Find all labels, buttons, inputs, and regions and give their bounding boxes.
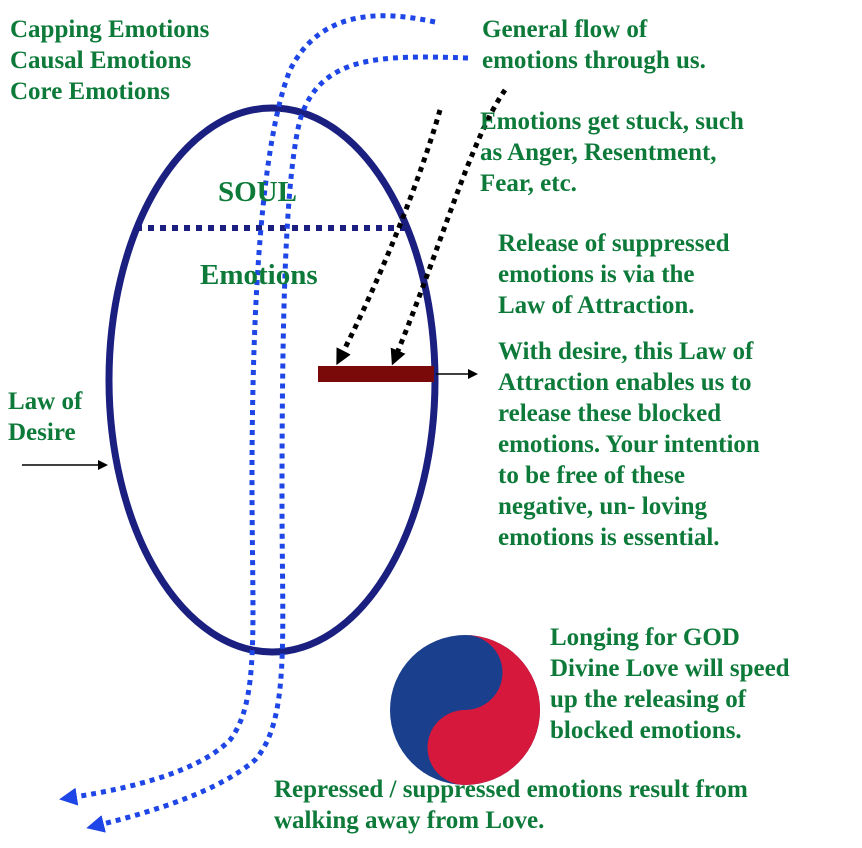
- emotion-types-label: Capping Emotions Causal Emotions Core Em…: [10, 16, 210, 105]
- longing-label: Longing for GOD Divine Love will speed u…: [550, 624, 790, 744]
- emotions-label: Emotions: [200, 259, 318, 291]
- general-flow-label: General flow of emotions through us.: [482, 16, 706, 74]
- stuck-line-2: [390, 88, 508, 366]
- soul-label: SOUL: [218, 176, 297, 208]
- law-of-desire-label: Law of Desire: [8, 388, 83, 446]
- soul-ellipse: [105, 104, 439, 656]
- release-label: Release of suppressed emotions is via th…: [498, 230, 730, 319]
- flow-line-inner: [86, 54, 469, 833]
- repressed-label: Repressed / suppressed emotions result f…: [274, 776, 748, 834]
- blockage-bar: [318, 366, 434, 382]
- desire-label: With desire, this Law of Attraction enab…: [498, 338, 760, 551]
- flow-line-outer: [59, 13, 436, 806]
- stuck-label: Emotions get stuck, such as Anger, Resen…: [480, 108, 744, 197]
- taegeuk-icon: [390, 635, 540, 785]
- stuck-line-1: [336, 109, 443, 366]
